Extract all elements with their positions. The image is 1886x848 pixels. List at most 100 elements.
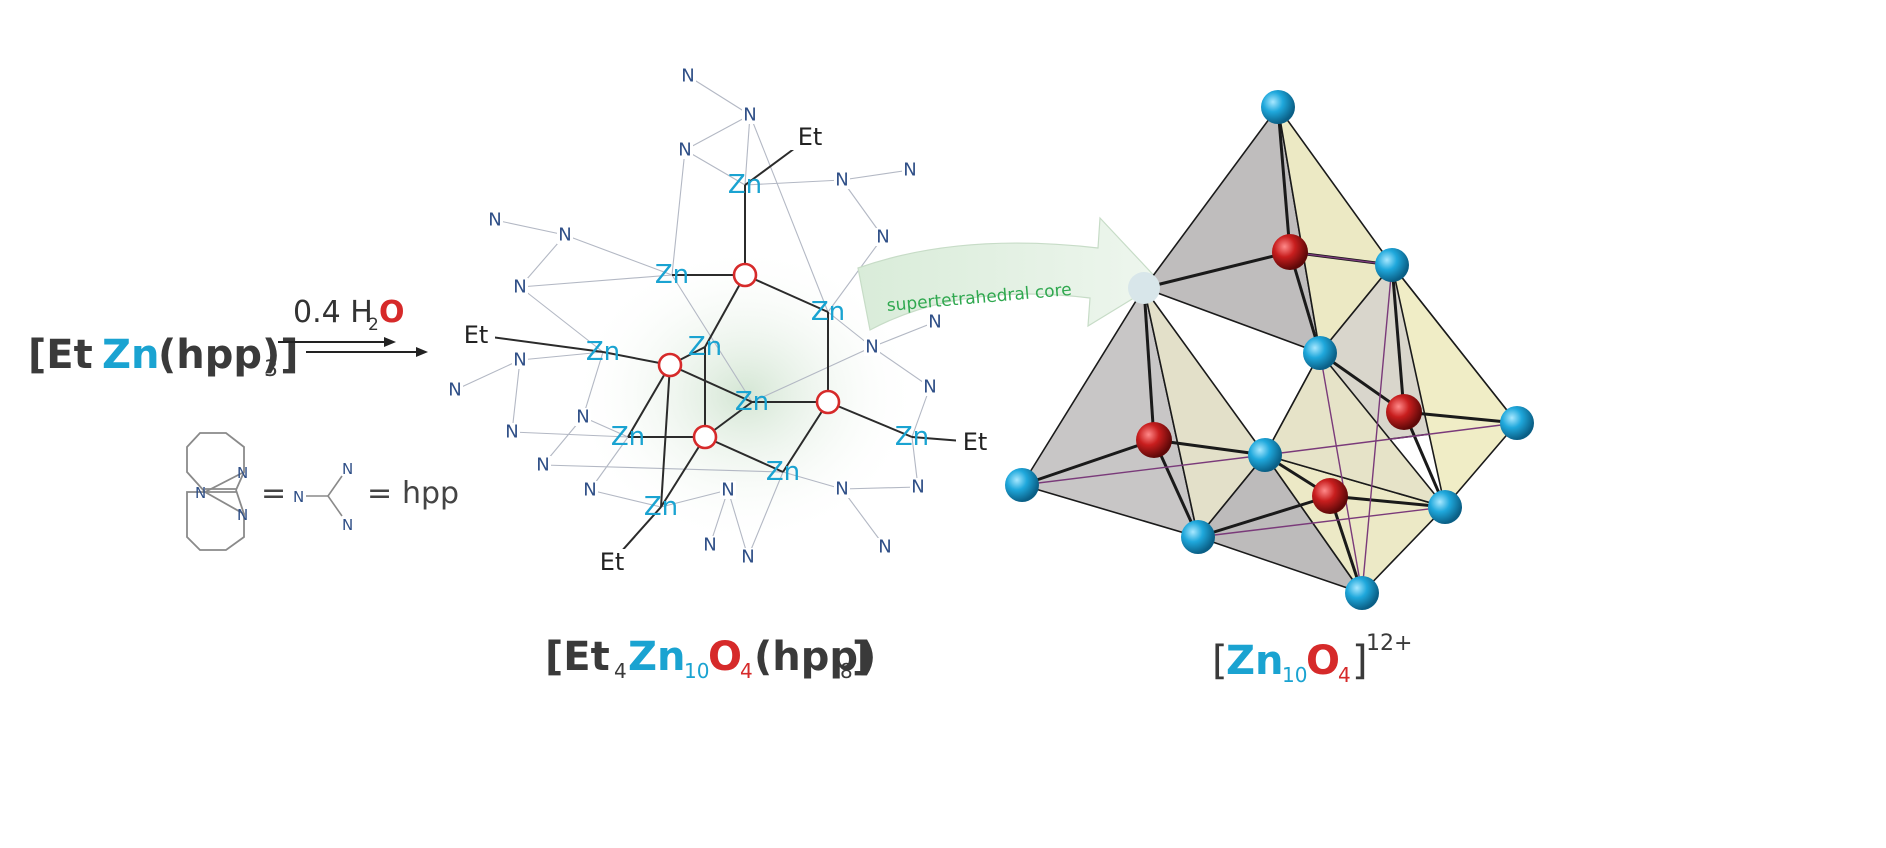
atom-label-backdrop (557, 226, 573, 244)
tetra-edge (1197, 506, 1446, 538)
cluster-formula-ligand: (hpp) (754, 634, 876, 680)
zinc-atom: Zn (895, 422, 929, 452)
ligand-bond (841, 486, 919, 490)
core-formula-open: [ (1212, 638, 1228, 684)
hpp-equals-1: = (261, 476, 286, 511)
ligand-bond (671, 274, 753, 403)
ligand-bond (747, 471, 784, 558)
nitrogen-atom: N (678, 140, 691, 161)
atom-label-backdrop (742, 106, 758, 124)
hpp-equals-2: = (367, 476, 392, 511)
water-oxygen: O (379, 295, 405, 330)
zn-o-bond (1197, 494, 1331, 539)
oxygen-atom (815, 389, 841, 415)
atom-label-backdrop (582, 481, 598, 499)
atom-label-backdrop (512, 278, 528, 296)
nitrogen-atom: N (923, 377, 936, 398)
zinc-ball (1248, 438, 1282, 472)
atom-label-backdrop (791, 124, 829, 150)
atom-label-backdrop (875, 228, 891, 246)
zn-o-bond (1276, 106, 1292, 253)
core-bond (660, 436, 706, 508)
ethyl-group: Et (600, 548, 625, 576)
reactant-metal: Zn (102, 332, 159, 378)
core-bond (827, 401, 913, 438)
ligand-bond (564, 234, 673, 276)
zinc-ball (1428, 490, 1462, 524)
nitrogen-atom: N (741, 547, 754, 568)
ligand-bond (841, 488, 886, 548)
nitrogen-atom: N (576, 407, 589, 428)
nitrogen-atom: N (835, 479, 848, 500)
oxygen-atom (692, 424, 718, 450)
zinc-atom: Zn (586, 337, 620, 367)
atom-label-backdrop (487, 211, 503, 229)
atom-label-backdrop (834, 480, 850, 498)
cluster-formula: [Et 4 Zn 10 O 4 (hpp) ] 8 (545, 634, 876, 683)
hpp-simplified: N N N (293, 460, 353, 534)
zinc-atom: Zn (655, 260, 689, 290)
ligand-bond (671, 149, 686, 276)
oxygen-atom (657, 352, 683, 378)
oxygen-ball (1386, 394, 1422, 430)
nitrogen-atom: N (488, 210, 501, 231)
ligand-bond (841, 169, 911, 181)
hpp-label: hpp (402, 476, 459, 511)
zn-o-bond (1153, 438, 1266, 457)
zn-o-bond (1403, 410, 1518, 425)
cluster-formula-oxygen: O (708, 634, 742, 680)
ligand-bond (709, 489, 729, 546)
nitrogen-atom: N (703, 535, 716, 556)
nitrogen-atom: N (681, 66, 694, 87)
hpp-simple-n-2: N (342, 460, 353, 478)
zinc-ball (1345, 576, 1379, 610)
nitrogen-atom: N (865, 337, 878, 358)
atom-label-backdrop (457, 322, 495, 348)
ligand-bond (454, 359, 521, 391)
reaction-conditions: 0.4 H 2 O (293, 295, 405, 335)
tetra-edge (1264, 422, 1518, 456)
atom-label-backdrop (593, 549, 631, 575)
cluster-formula-open: [Et (545, 634, 610, 680)
nitrogen-atom: N (876, 227, 889, 248)
ligand-bond (782, 471, 843, 490)
water-amount: 0.4 H (293, 295, 373, 330)
atom-label-backdrop (922, 378, 938, 396)
nitrogen-atom: N (505, 422, 518, 443)
oxygen-ball (1272, 234, 1308, 270)
cluster-formula-ligand-count: 8 (840, 659, 853, 683)
zinc-atom: Zn (811, 297, 845, 327)
core-formula-oxygen-count: 4 (1338, 663, 1351, 687)
oxygen-ball (1312, 478, 1348, 514)
atom-label-backdrop (956, 429, 994, 455)
cluster-formula-et-count: 4 (614, 659, 627, 683)
ligand-bond (519, 274, 673, 288)
core-formula-close: ] (1352, 638, 1368, 684)
central-zinc-atom (1128, 272, 1160, 304)
core-bond (782, 401, 829, 473)
zinc-ball (1500, 406, 1534, 440)
ligand-bond (684, 149, 746, 186)
nitrogen-atom: N (721, 480, 734, 501)
reactant-formula: [Et Zn (hpp)] 3 (28, 332, 299, 382)
ligand-bond (511, 359, 521, 433)
ligand-bond (494, 219, 566, 236)
core-bond (475, 334, 604, 353)
core-formula-oxygen: O (1306, 638, 1340, 684)
atom-label-backdrop (927, 313, 943, 331)
ligand-bond (687, 75, 751, 116)
ligand-bond (660, 489, 729, 508)
nitrogen-atom: N (583, 480, 596, 501)
zinc-atom: Zn (735, 387, 769, 417)
ligand-bond (519, 351, 604, 361)
nitrogen-atom: N (878, 537, 891, 558)
ligand-bond (589, 489, 662, 508)
reaction-arrow (278, 337, 428, 357)
hpp-skeleton (186, 432, 245, 551)
zinc-atom: Zn (688, 332, 722, 362)
ligand-bond (582, 351, 604, 418)
ligand-bond (871, 321, 936, 348)
zn-o-bond (1143, 250, 1291, 290)
core-bond (744, 274, 829, 313)
